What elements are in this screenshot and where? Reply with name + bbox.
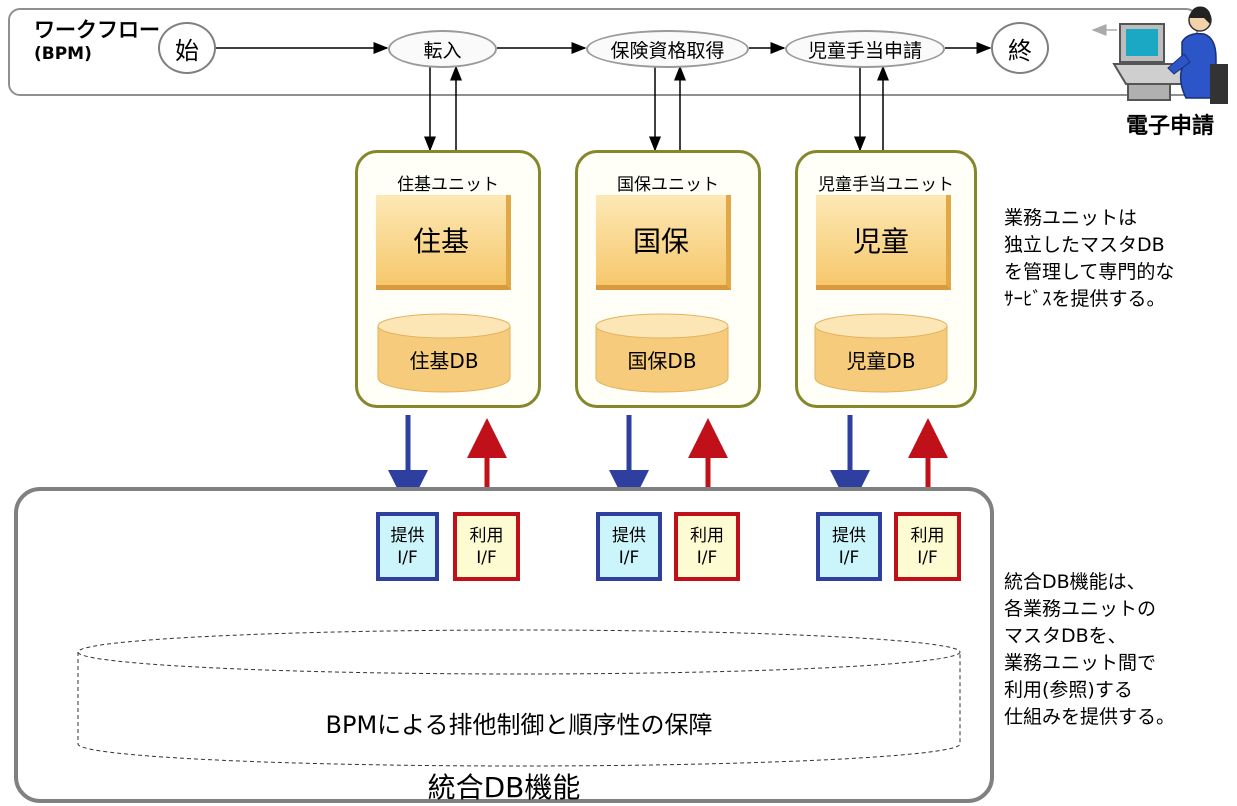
integrated-db-cylinder	[77, 629, 961, 767]
integrated-note-line: 業務ユニット間で	[1004, 652, 1157, 674]
unit-jyuki-provide-if: 提供 I/F	[376, 512, 439, 581]
unit-jido-use-if: 利用 I/F	[894, 512, 961, 581]
unit-note-line: 独立したマスタDB	[1004, 234, 1165, 256]
workflow-subtitle: (BPM)	[34, 44, 92, 64]
unit-kokuho-service: 国保	[596, 195, 731, 290]
unit-note: 業務ユニットは 独立したマスタDB を管理して専門的な ｻｰﾋﾞｽを提供する。	[1004, 205, 1174, 313]
unit-jido-title: 児童手当ユニット	[818, 175, 954, 195]
computer-user-icon	[1112, 6, 1228, 104]
unit-jido-db-label: 児童DB	[846, 349, 916, 373]
unit-jido-service: 児童	[816, 195, 951, 290]
unit-jyuki-title: 住基ユニット	[397, 175, 499, 195]
unit-kokuho-db-label: 国保DB	[627, 349, 697, 373]
unit-jyuki-service: 住基	[376, 195, 511, 290]
unit-note-line: を管理して専門的な	[1004, 261, 1175, 283]
integrated-note-line: 統合DB機能は、	[1004, 571, 1146, 593]
integrated-db-title: 統合DB機能	[427, 771, 581, 804]
unit-jyuki-use-if: 利用 I/F	[453, 512, 520, 581]
workflow-step-2: 保険資格取得	[586, 30, 749, 68]
e-application-label: 電子申請	[1125, 114, 1214, 139]
integrated-note-line: 利用(参照)する	[1004, 679, 1133, 701]
unit-note-line: ｻｰﾋﾞｽを提供する。	[1004, 288, 1166, 310]
integrated-note-line: 各業務ユニットの	[1004, 598, 1157, 620]
unit-jido-provide-if: 提供 I/F	[816, 512, 882, 581]
workflow-title: ワークフロー (BPM)	[34, 18, 160, 66]
integrated-note-line: マスタDBを、	[1004, 625, 1127, 647]
workflow-start-node: 始	[158, 22, 216, 74]
workflow-end-node: 終	[991, 22, 1049, 74]
workflow-title-text: ワークフロー	[34, 18, 160, 42]
unit-jido-db-cylinder	[814, 313, 948, 393]
unit-note-line: 業務ユニットは	[1004, 207, 1138, 229]
workflow-step-3: 児童手当申請	[785, 30, 945, 68]
integrated-note: 統合DB機能は、 各業務ユニットの マスタDBを、 業務ユニット間で 利用(参照…	[1004, 569, 1175, 731]
unit-kokuho-title: 国保ユニット	[617, 175, 719, 195]
unit-jyuki-db-cylinder	[377, 313, 511, 393]
integrated-note-line: 仕組みを提供する。	[1004, 706, 1176, 728]
unit-kokuho-use-if: 利用 I/F	[674, 512, 740, 581]
unit-jyuki-db-label: 住基DB	[409, 349, 479, 373]
unit-kokuho-db-cylinder	[595, 313, 729, 393]
integrated-db-cylinder-text: BPMによる排他制御と順序性の保障	[325, 711, 713, 739]
workflow-step-1: 転入	[388, 30, 497, 68]
unit-kokuho-provide-if: 提供 I/F	[596, 512, 662, 581]
